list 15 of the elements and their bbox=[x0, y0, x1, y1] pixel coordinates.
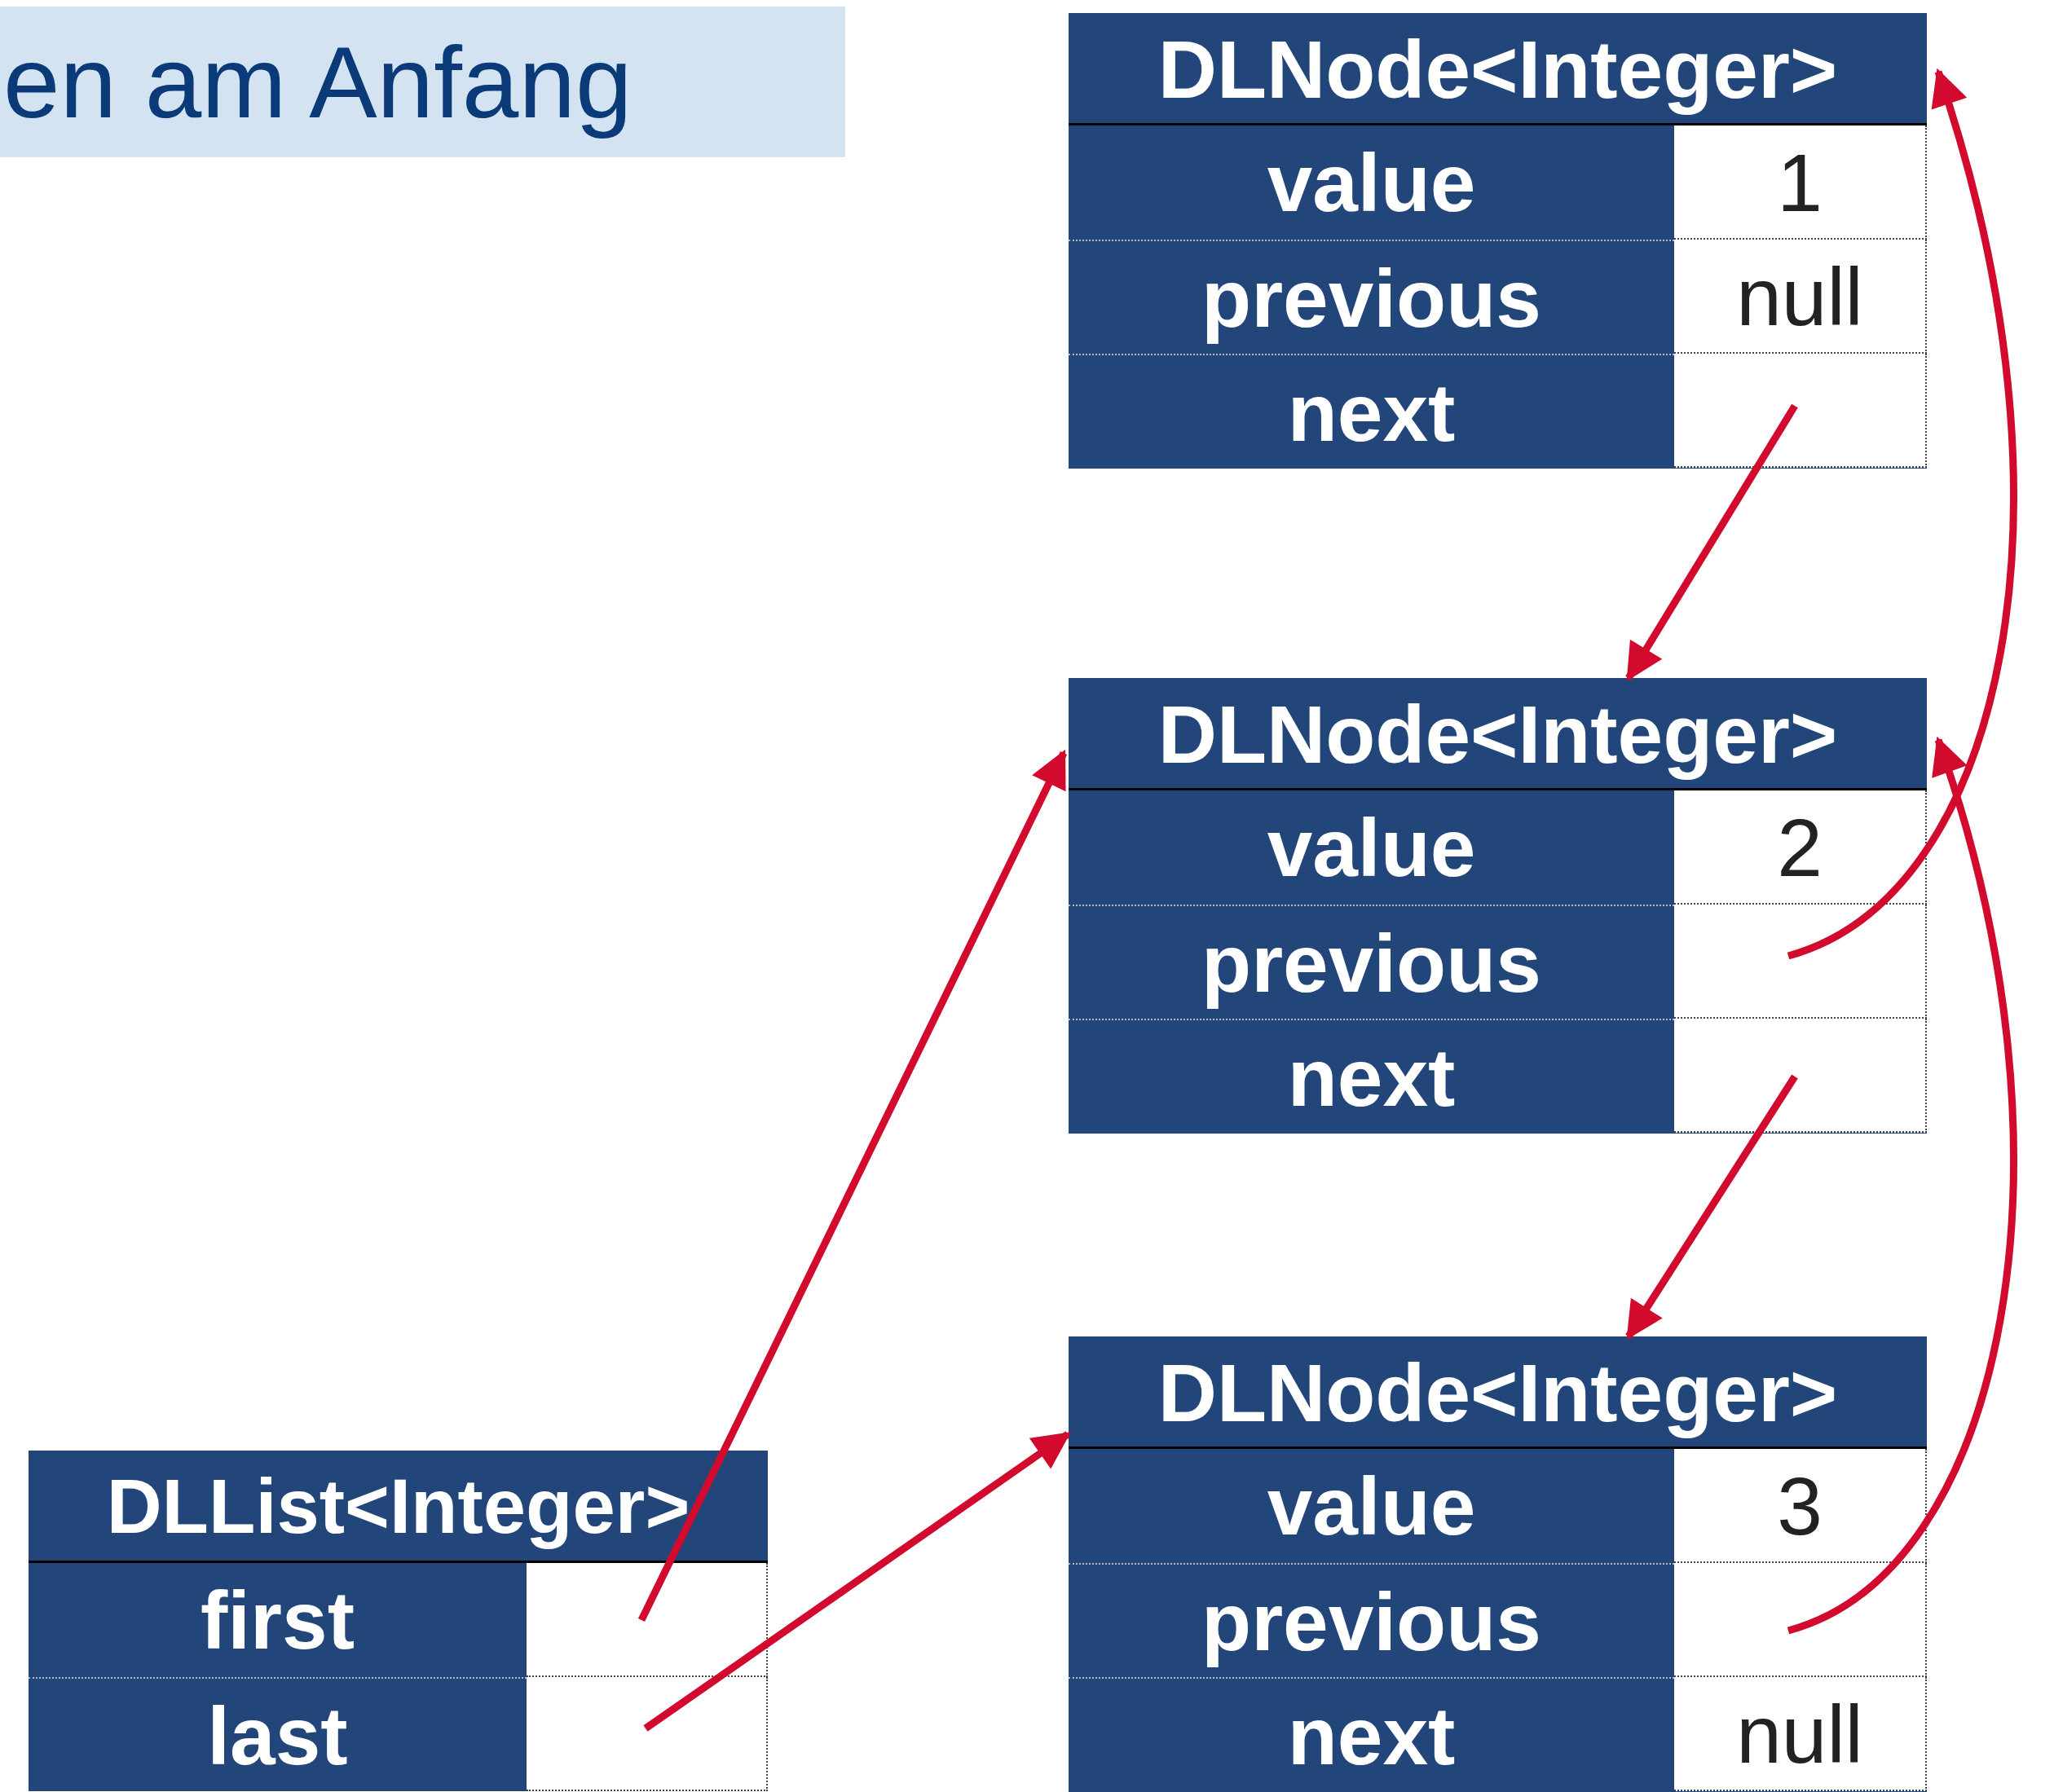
pointer-arrow bbox=[1787, 736, 2017, 1635]
object-box bbox=[1069, 13, 1927, 469]
object-box bbox=[1069, 1336, 1927, 1792]
title-banner: en am Anfang bbox=[0, 7, 845, 157]
field-value: 2 bbox=[1674, 790, 1927, 905]
field-value: 1 bbox=[1674, 125, 1927, 240]
field-value: null bbox=[1674, 1677, 1927, 1791]
pointer-arrow bbox=[643, 1431, 1071, 1732]
pointer-arrow bbox=[1625, 403, 1798, 681]
object-box bbox=[1069, 678, 1927, 1134]
pointer-arrow bbox=[1625, 1074, 1798, 1340]
pointer-arrow bbox=[1787, 68, 2017, 960]
field-value: 3 bbox=[1674, 1449, 1927, 1563]
pointer-arrow bbox=[637, 749, 1068, 1622]
field-value: null bbox=[1674, 240, 1927, 354]
